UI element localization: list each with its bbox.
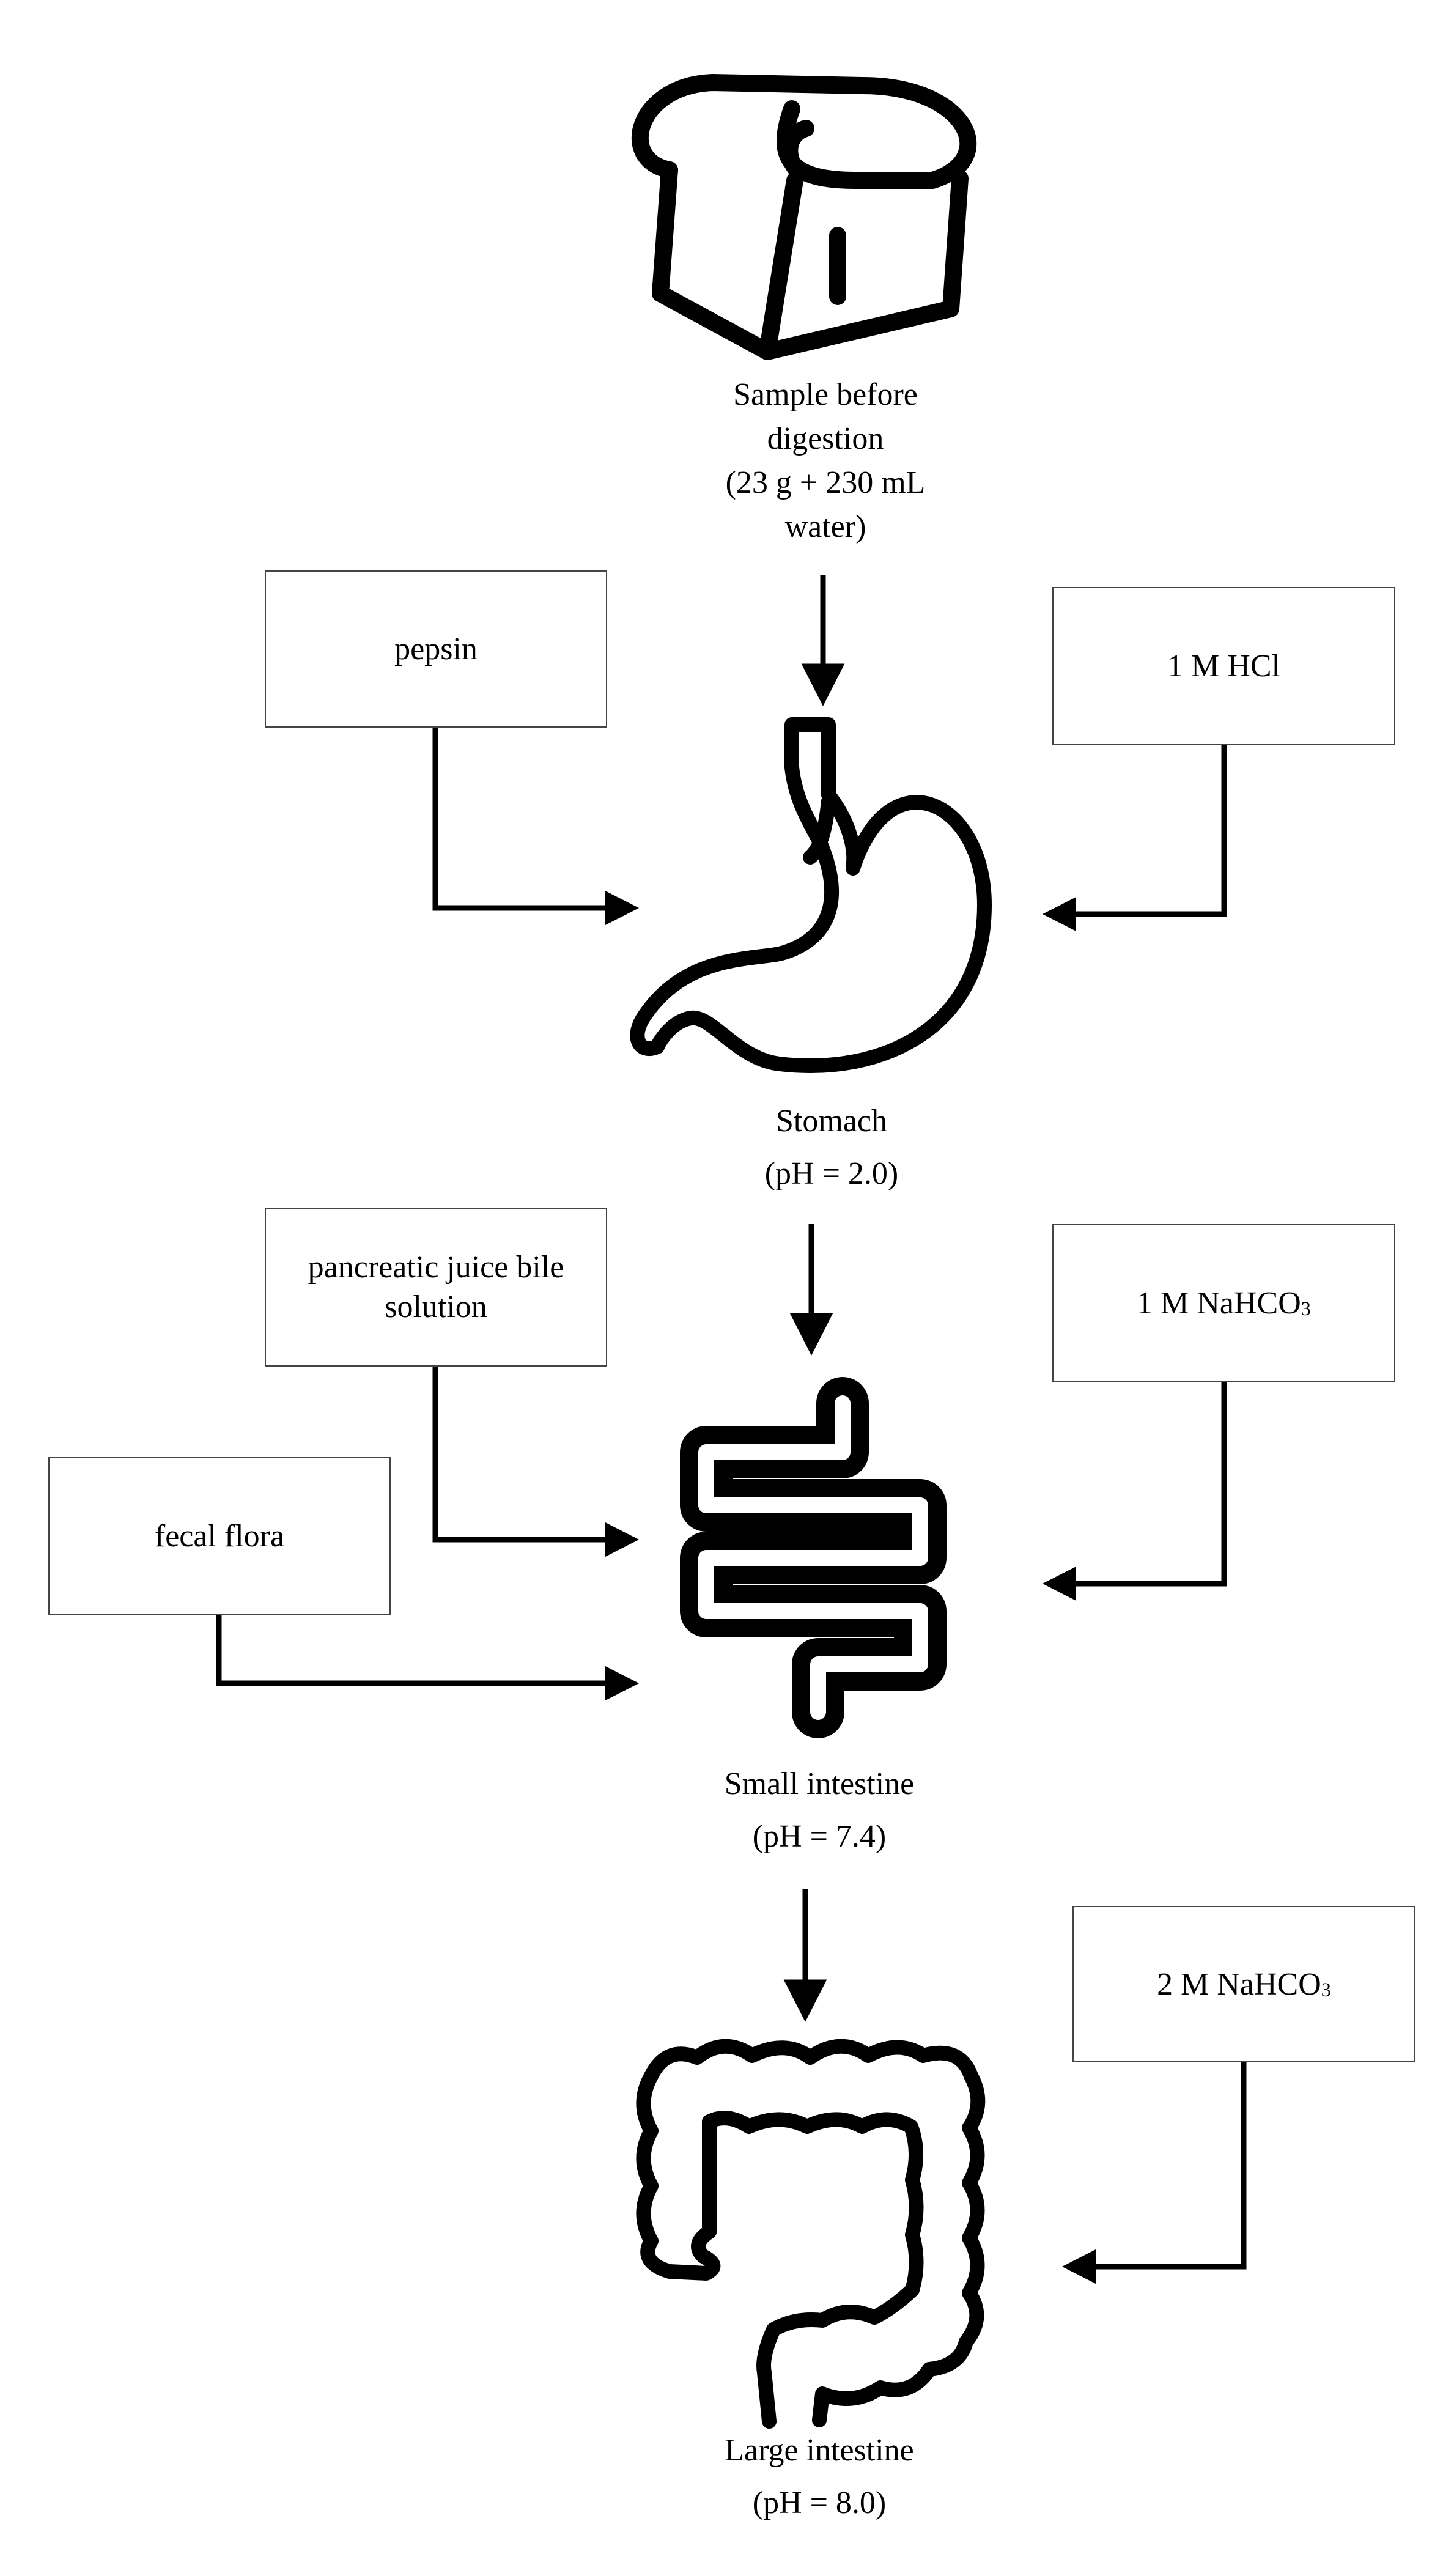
pancreatic-juice-line: pancreatic juice bile: [308, 1250, 564, 1285]
fecal-flora-label: fecal flora: [154, 1519, 285, 1554]
sample-label: Sample before digestion (23 g + 230 mL w…: [636, 373, 1015, 549]
sample-label-line: (23 g + 230 mL: [725, 465, 926, 500]
large-intestine-icon: [636, 2039, 986, 2429]
nahco3-2m-main: 2 M NaHCO: [1157, 1966, 1321, 2002]
pancreatic-juice-box: pancreatic juice bile solution: [265, 1208, 607, 1367]
reagent-connectors: [216, 728, 1247, 2270]
nahco3-2m-subscript: 3: [1321, 1979, 1331, 2001]
large-intestine-label: Large intestine (pH = 8.0): [630, 2429, 1009, 2525]
nahco3-1m-subscript: 3: [1301, 1297, 1311, 1320]
hcl-label: 1 M HCl: [1167, 648, 1280, 684]
stomach-name: Stomach: [776, 1104, 887, 1139]
stomach-label: Stomach (pH = 2.0): [642, 1099, 1021, 1196]
small-intestine-ph: (pH = 7.4): [752, 1819, 887, 1854]
nahco3-1m-label: 1 M NaHCO3: [1137, 1283, 1311, 1323]
pancreatic-juice-text: pancreatic juice bile solution: [308, 1247, 564, 1327]
small-intestine-icon: [680, 1377, 947, 1738]
nahco3-2m-box: 2 M NaHCO3: [1072, 1906, 1415, 2062]
bread-icon: [631, 74, 976, 360]
hcl-box: 1 M HCl: [1052, 587, 1395, 745]
large-intestine-ph: (pH = 8.0): [752, 2486, 887, 2520]
small-intestine-name: Small intestine: [724, 1766, 915, 1801]
sample-label-line: Sample before: [733, 377, 918, 412]
pepsin-box: pepsin: [265, 570, 607, 728]
sample-label-line: digestion: [767, 421, 884, 456]
stomach-icon: [630, 717, 992, 1073]
pepsin-label: pepsin: [394, 632, 478, 666]
nahco3-1m-box: 1 M NaHCO3: [1052, 1224, 1395, 1382]
fecal-flora-box: fecal flora: [48, 1457, 391, 1615]
sample-label-line: water): [784, 509, 866, 544]
flow-arrows: [783, 575, 845, 2022]
reagent-arrowheads: [605, 891, 1096, 2284]
nahco3-2m-label: 2 M NaHCO3: [1157, 1965, 1331, 2004]
small-intestine-label: Small intestine (pH = 7.4): [630, 1762, 1009, 1859]
pancreatic-juice-line: solution: [385, 1290, 487, 1324]
large-intestine-name: Large intestine: [725, 2433, 914, 2468]
nahco3-1m-main: 1 M NaHCO: [1137, 1285, 1301, 1321]
stomach-ph: (pH = 2.0): [764, 1156, 899, 1191]
